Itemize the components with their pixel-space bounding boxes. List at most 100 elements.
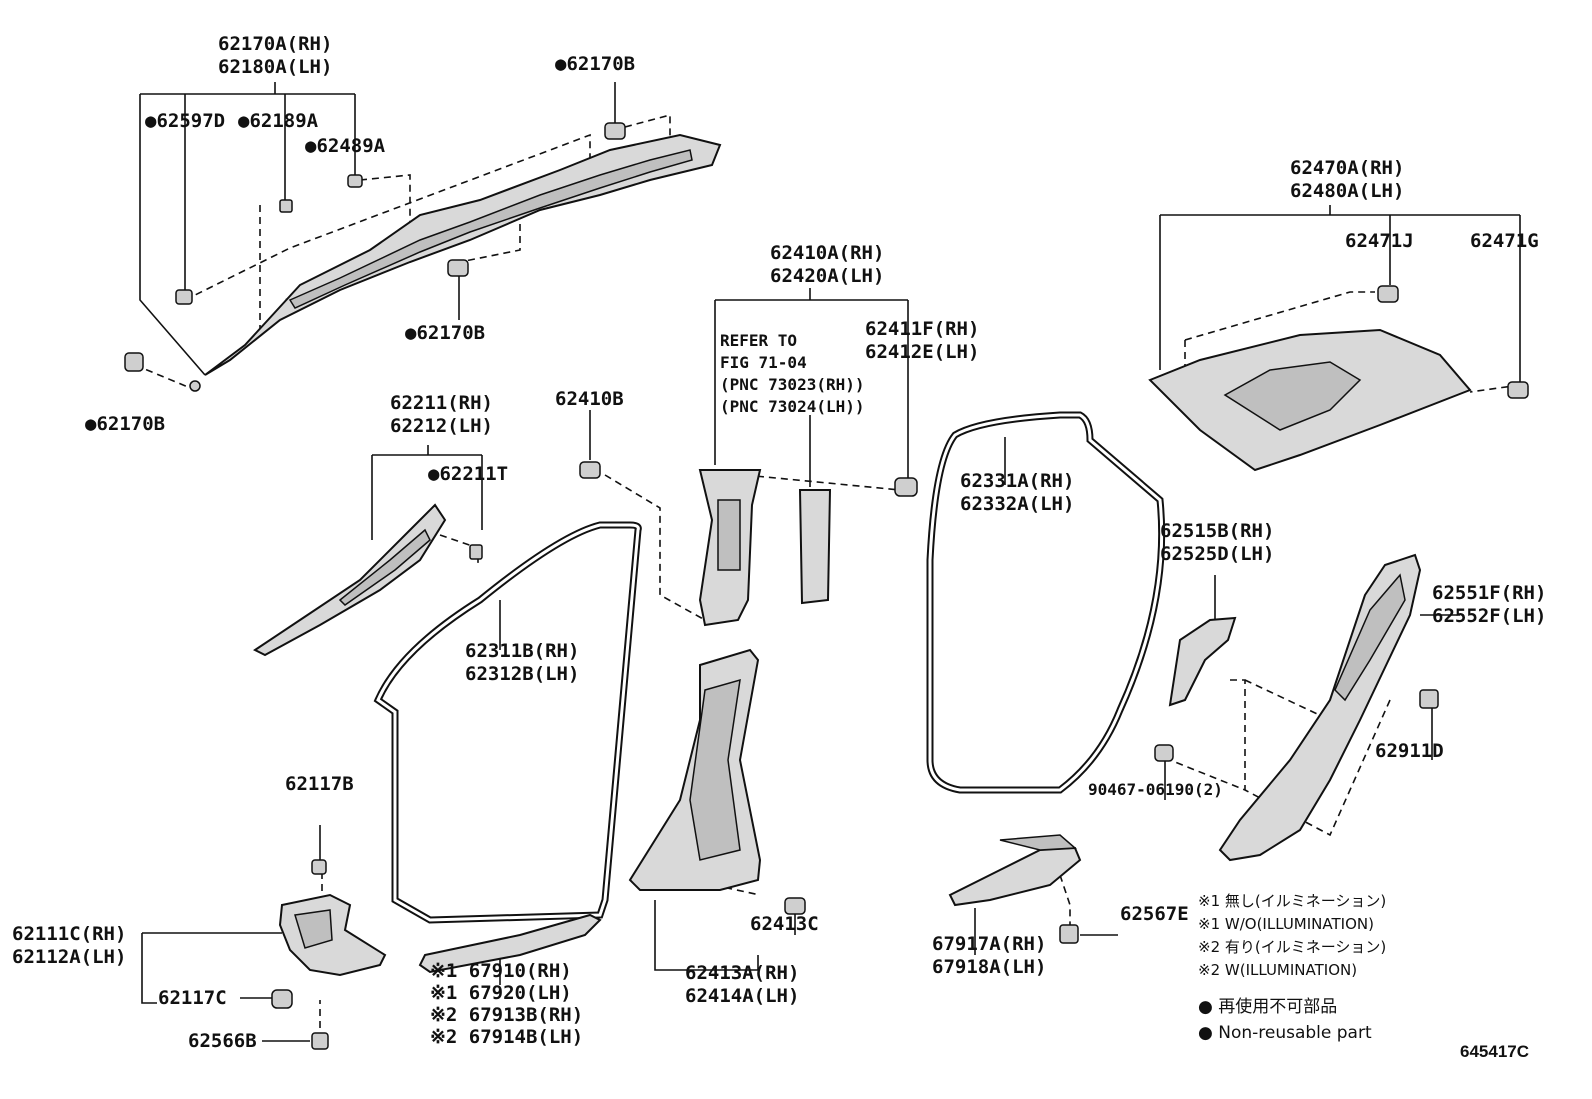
label-line: 90467-06190(2): [1088, 780, 1223, 799]
label-62311B: 62311B(RH)62312B(LH): [465, 640, 579, 686]
dash-rear-step: [1059, 874, 1071, 925]
label-67910: ※1 67910(RH)※1 67920(LH)※2 67913B(RH)※2 …: [430, 960, 583, 1048]
label-line: 62312B(LH): [465, 663, 580, 685]
label-90467: 90467-06190(2): [1088, 780, 1223, 800]
label-line: 62117B: [285, 773, 354, 795]
label-line: ※2 67914B(LH): [430, 1026, 584, 1048]
label-line: ※2 67913B(RH): [430, 1004, 584, 1026]
label-62410B: 62410B: [555, 388, 624, 411]
label-62471G: 62471G: [1470, 230, 1539, 253]
label-line: 62515B(RH): [1160, 520, 1275, 542]
label-67917A: 67917A(RH)67918A(LH): [932, 933, 1046, 979]
label-line: 62311B(RH): [465, 640, 580, 662]
label-line: 62413C: [750, 913, 819, 935]
dash-bpillar: [604, 474, 901, 621]
note-line: ※1 W/O(ILLUMINATION): [1198, 915, 1374, 933]
clip-62566B: [311, 1032, 329, 1050]
label-line: ●62189A: [238, 110, 319, 132]
label-62413A: 62413A(RH)62414A(LH): [685, 962, 799, 1008]
label-62597D: ●62597D: [145, 110, 225, 133]
label-line: 62112A(LH): [12, 946, 127, 968]
label-line: 62413A(RH): [685, 962, 800, 984]
label-line: 62414A(LH): [685, 985, 800, 1007]
label-line: 62410B: [555, 388, 624, 410]
part-roof-rail: [204, 133, 722, 376]
clip-62170B-top: [604, 122, 626, 140]
label-62566B: 62566B: [188, 1030, 257, 1053]
label-62331A: 62331A(RH)62332A(LH): [960, 470, 1074, 516]
label-line: 62180A(LH): [218, 56, 333, 78]
illumination-notes: ※1 無し(イルミネーション) ※1 W/O(ILLUMINATION) ※2 …: [1198, 890, 1386, 982]
label-line: 62525D(LH): [1160, 543, 1275, 565]
label-line: 62412E(LH): [865, 341, 980, 363]
label-line: 62911D: [1375, 740, 1444, 762]
label-62489A: ●62489A: [305, 135, 385, 158]
label-line: ●62170B: [405, 322, 486, 344]
label-62170B-mid: ●62170B: [405, 322, 485, 345]
label-line: ●62489A: [305, 135, 386, 157]
label-line: 62170A(RH): [218, 33, 333, 55]
label-62170A: 62170A(RH)62180A(LH): [218, 33, 332, 79]
label-62117B: 62117B: [285, 773, 354, 796]
clip-62189A: [279, 199, 293, 213]
leader-62410A: [714, 288, 909, 487]
seal-front-door: [373, 521, 642, 924]
part-rear-seat-garnish: [1168, 616, 1237, 707]
legend-en: ● Non-reusable part: [1198, 1023, 1372, 1043]
clip-62489A: [347, 174, 363, 188]
leader-62211: [371, 445, 483, 540]
label-62470A: 62470A(RH)62480A(LH): [1290, 157, 1404, 203]
label-62471J: 62471J: [1345, 230, 1414, 253]
label-line: 62480A(LH): [1290, 180, 1405, 202]
label-line: ●62170B: [85, 413, 166, 435]
leader-62111C: [141, 932, 282, 1004]
label-62551F: 62551F(RH)62552F(LH): [1432, 582, 1546, 628]
label-line: 67918A(LH): [932, 956, 1047, 978]
label-line: 62420A(LH): [770, 265, 885, 287]
dash-rear-quarter: [1169, 679, 1391, 837]
clip-90467: [1154, 744, 1174, 762]
label-62410A: 62410A(RH)62420A(LH): [770, 242, 884, 288]
part-switch-bezel: [798, 489, 832, 605]
leader-62470A: [1159, 205, 1521, 385]
label-line: REFER TO: [720, 331, 798, 350]
label-line: ●62597D: [145, 110, 226, 132]
clip-62567E: [1059, 924, 1079, 944]
legend: ● 再使用不可部品 ● Non-reusable part: [1198, 994, 1372, 1046]
clip-62471G: [1507, 381, 1529, 399]
clip-62117B: [311, 859, 327, 875]
clip-62597D: [175, 289, 193, 305]
part-rear-scuff-plate: [948, 846, 1082, 907]
label-62211T: ●62211T: [428, 463, 508, 486]
label-62170B-left: ●62170B: [85, 413, 165, 436]
leader-62170A: [139, 82, 356, 376]
clip-62170B-end: [189, 380, 201, 392]
part-cowl-side-trim: [278, 893, 387, 977]
clip-62211T: [469, 544, 483, 560]
label-line: 62331A(RH): [960, 470, 1075, 492]
label-line: 62470A(RH): [1290, 157, 1405, 179]
label-line: 62410A(RH): [770, 242, 885, 264]
label-line: 67917A(RH): [932, 933, 1047, 955]
label-line: ●62211T: [428, 463, 509, 485]
label-line: 62211(RH): [390, 392, 493, 414]
figure-code: 645417C: [1460, 1042, 1530, 1061]
label-line: 62471J: [1345, 230, 1414, 252]
clip-62117C: [271, 989, 293, 1009]
clip-62911D: [1419, 689, 1439, 709]
note-line: ※2 W(ILLUMINATION): [1198, 961, 1358, 979]
label-line: 62212(LH): [390, 415, 493, 437]
label-62515B: 62515B(RH)62525D(LH): [1160, 520, 1274, 566]
label-62567E: 62567E: [1120, 903, 1189, 926]
label-62189A: ●62189A: [238, 110, 318, 133]
label-line: 62566B: [188, 1030, 257, 1052]
note-line: ※1 無し(イルミネーション): [1198, 892, 1387, 910]
label-62111C: 62111C(RH)62112A(LH): [12, 923, 126, 969]
label-line: FIG 71-04: [720, 353, 807, 372]
label-line: 62332A(LH): [960, 493, 1075, 515]
label-line: ●62170B: [555, 53, 636, 75]
label-line: 62471G: [1470, 230, 1539, 252]
label-62211: 62211(RH)62212(LH): [390, 392, 493, 438]
